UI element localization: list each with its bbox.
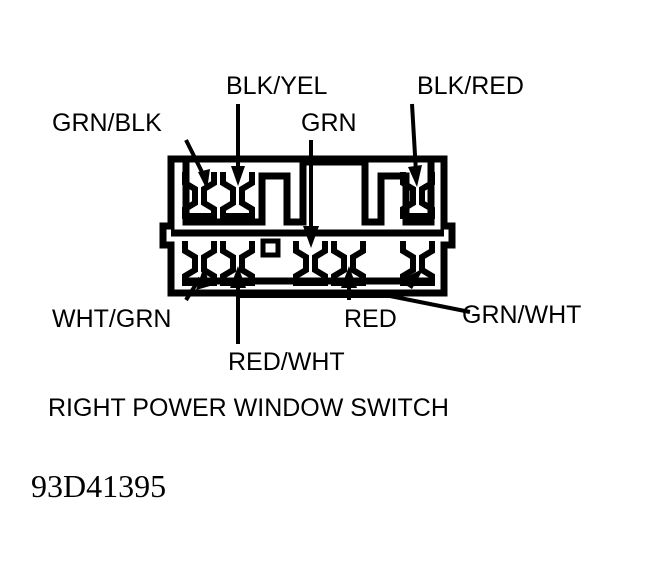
figure-part-number: 93D41395 — [31, 468, 167, 504]
leader-red-wht — [230, 266, 246, 344]
leader-grn — [303, 140, 319, 248]
wire-label-grn-wht: GRN/WHT — [462, 301, 582, 329]
terminal-bottom-1 — [182, 241, 217, 286]
terminal-bottom-3 — [293, 241, 328, 286]
terminal-top-1 — [182, 172, 217, 219]
leader-grn-wht — [237, 268, 471, 314]
connector-inner-cavity — [182, 158, 435, 226]
wire-label-blk-red: BLK/RED — [417, 72, 524, 100]
leader-blk-yel — [231, 104, 245, 186]
connector-body — [159, 155, 456, 297]
leader-grn-blk — [184, 139, 210, 190]
terminal-bottom-5 — [400, 241, 435, 286]
wire-label-grn-blk: GRN/BLK — [52, 109, 162, 137]
wire-label-blk-yel: BLK/YEL — [226, 72, 328, 100]
leader-blk-red — [408, 103, 422, 187]
leader-wht-grn — [184, 266, 210, 302]
figure-caption: RIGHT POWER WINDOW SWITCH — [48, 394, 449, 422]
wire-label-grn: GRN — [301, 109, 357, 137]
keying-square-mark — [260, 238, 281, 258]
wire-label-red: RED — [344, 305, 397, 333]
terminal-top-2 — [220, 172, 255, 219]
terminal-top-3 — [400, 172, 435, 219]
wire-label-wht-grn: WHT/GRN — [52, 305, 172, 333]
wire-label-red-wht: RED/WHT — [228, 348, 345, 376]
